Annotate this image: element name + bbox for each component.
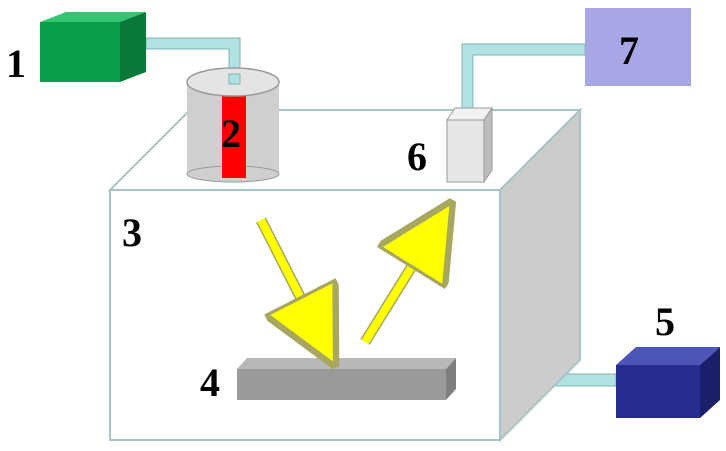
reflected-beam-fill (361, 234, 432, 345)
label-7: 7 (619, 28, 639, 73)
component-1-box (40, 12, 146, 82)
label-3: 3 (122, 210, 142, 255)
component-6-detector (446, 106, 493, 184)
component-2-source (186, 67, 280, 183)
label-1: 1 (6, 41, 26, 86)
pipe-6-to-7 (461, 43, 586, 113)
label-6: 6 (407, 134, 427, 179)
label-2: 2 (221, 111, 241, 156)
component-7-box (585, 8, 691, 86)
component-4-sample (237, 358, 456, 400)
label-5: 5 (655, 299, 675, 344)
label-4: 4 (200, 360, 220, 405)
incident-beam-fill (257, 218, 318, 332)
component-5-box (616, 347, 720, 418)
